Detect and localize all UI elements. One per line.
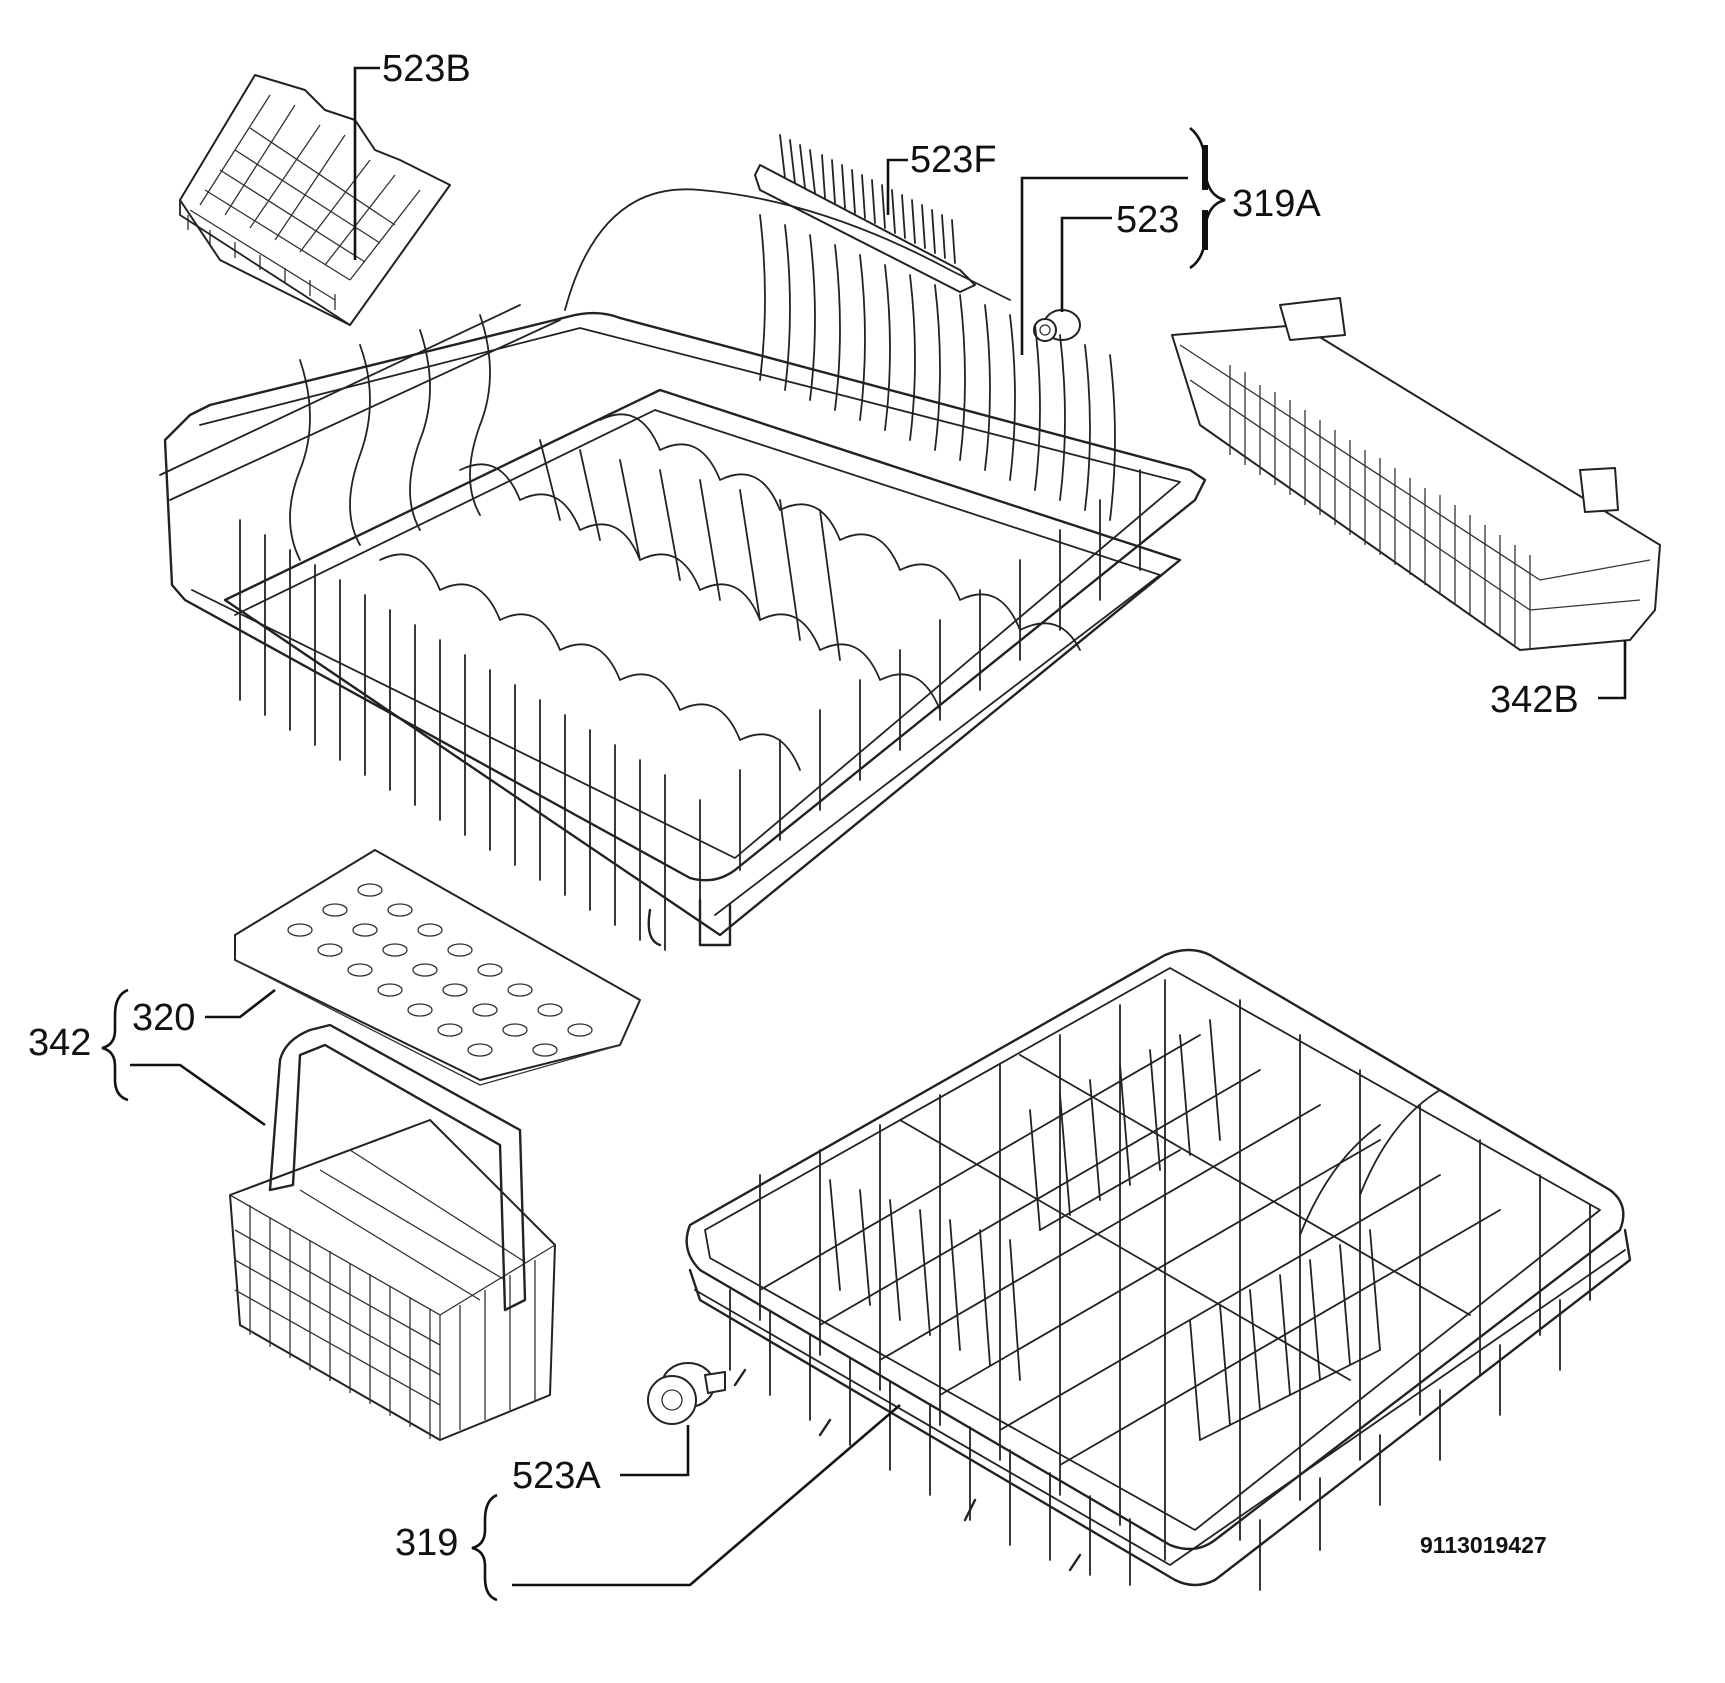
part-319-lower-basket <box>685 948 1632 1591</box>
label-320: 320 <box>132 997 195 1039</box>
label-319a: 319A <box>1232 183 1321 225</box>
label-342b: 342B <box>1490 679 1579 721</box>
label-523: 523 <box>1116 199 1179 241</box>
part-523a-lower-wheel <box>647 1362 726 1425</box>
label-523f: 523F <box>910 139 997 181</box>
drawing-code: 9113019427 <box>1420 1532 1547 1558</box>
label-342: 342 <box>28 1022 91 1064</box>
part-320-basket-lid <box>234 849 641 1086</box>
part-523-upper-wheel <box>1033 309 1081 342</box>
label-523a: 523A <box>512 1455 601 1497</box>
label-319: 319 <box>395 1522 458 1564</box>
part-319a-upper-basket <box>159 188 1207 951</box>
label-523b: 523B <box>382 48 471 90</box>
part-523f-comb <box>754 134 976 293</box>
part-342-cutlery-basket <box>229 1023 556 1441</box>
part-342b-cutlery-tray <box>1171 297 1661 651</box>
part-523b-cup-rack <box>179 74 451 326</box>
